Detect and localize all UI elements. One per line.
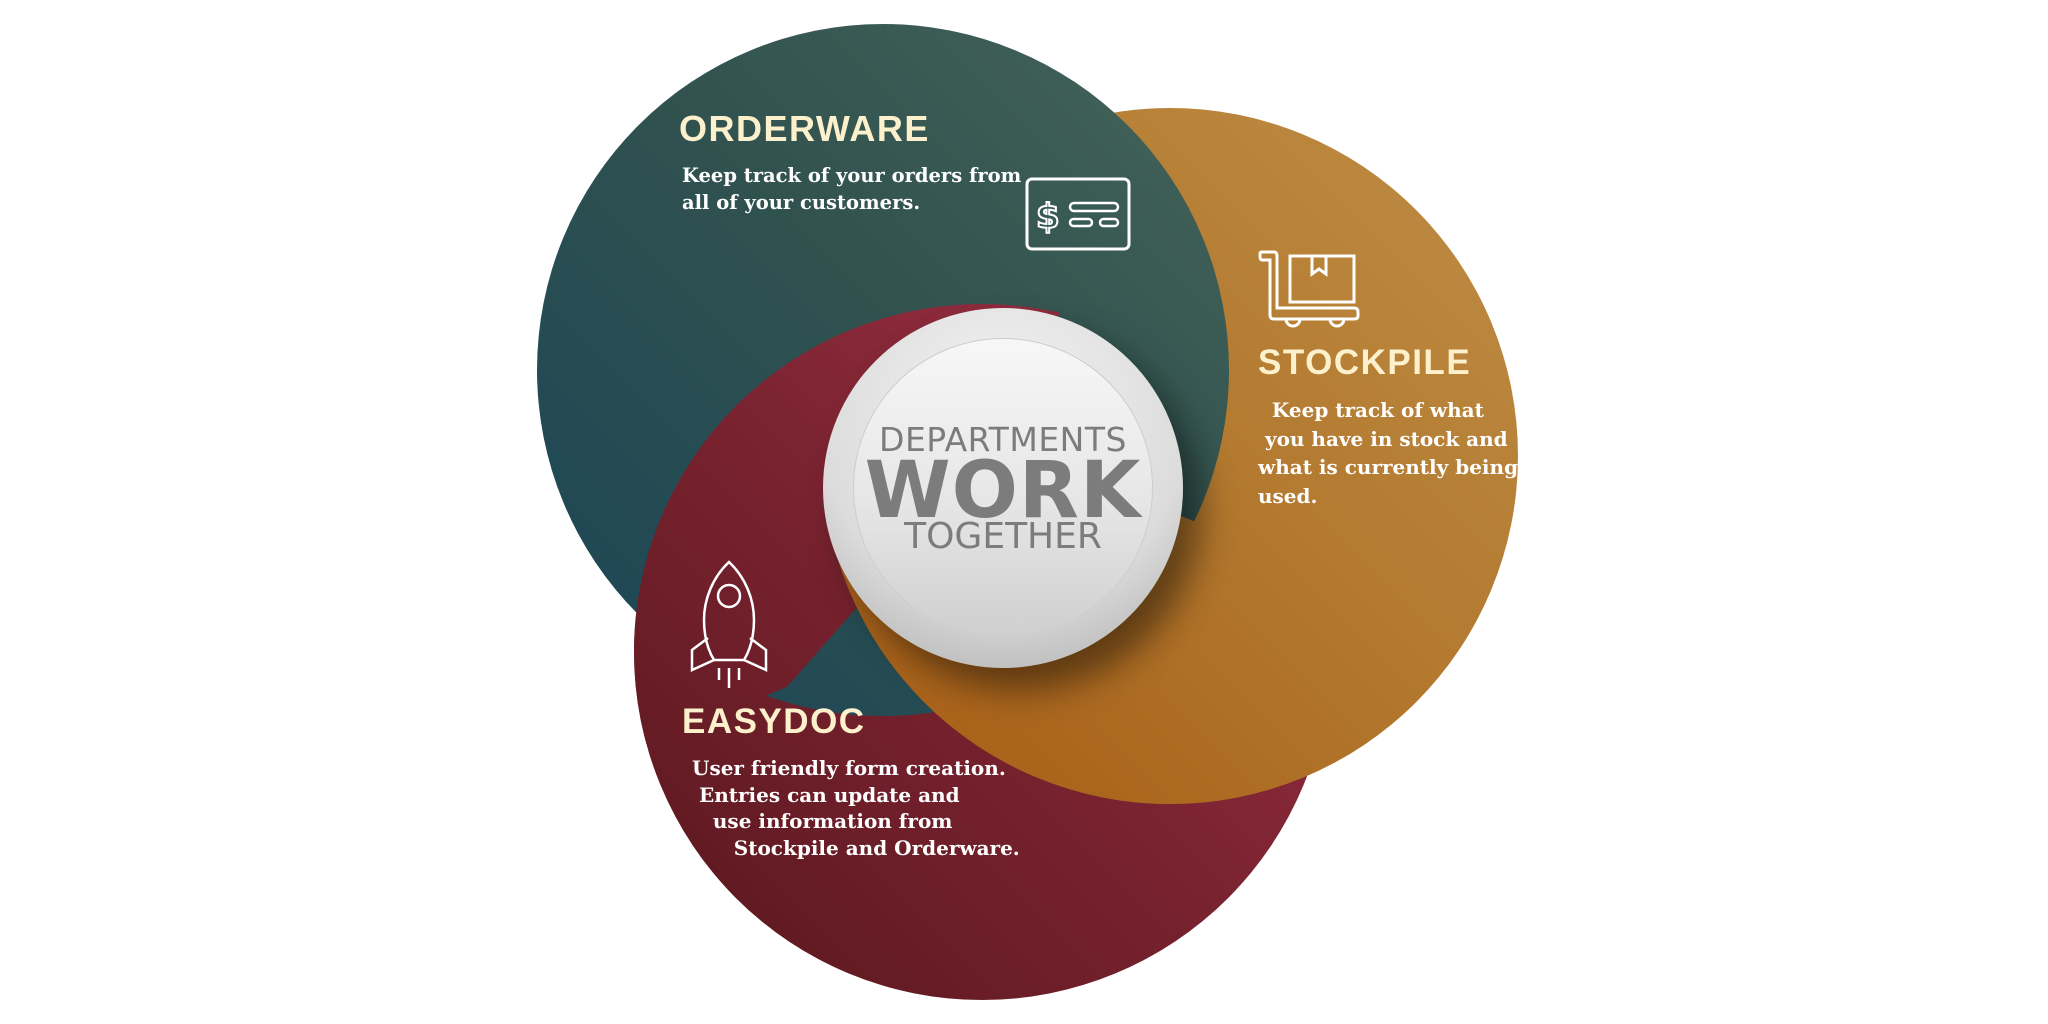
stockpile-description: Keep track of what you have in stock and… bbox=[1258, 398, 1519, 508]
center-text-together: TOGETHER bbox=[904, 516, 1102, 557]
orderware-title: ORDERWARE bbox=[679, 108, 930, 149]
center-badge-inner-ring bbox=[853, 338, 1153, 638]
rocket-icon bbox=[690, 560, 768, 688]
center-text-departments: DEPARTMENTS bbox=[879, 420, 1127, 459]
center-text-work: WORK bbox=[864, 446, 1142, 536]
payment-card-dollar-icon: $ bbox=[1025, 177, 1131, 251]
center-badge: DEPARTMENTS WORK TOGETHER bbox=[823, 308, 1183, 668]
easydoc-title: EASYDOC bbox=[682, 702, 866, 741]
hand-truck-box-icon bbox=[1258, 250, 1360, 328]
orderware-description: Keep track of your orders from all of yo… bbox=[682, 164, 1022, 214]
svg-text:$: $ bbox=[1036, 197, 1060, 237]
easydoc-description: User friendly form creation. Entries can… bbox=[692, 756, 1020, 860]
stockpile-title: STOCKPILE bbox=[1258, 343, 1472, 382]
